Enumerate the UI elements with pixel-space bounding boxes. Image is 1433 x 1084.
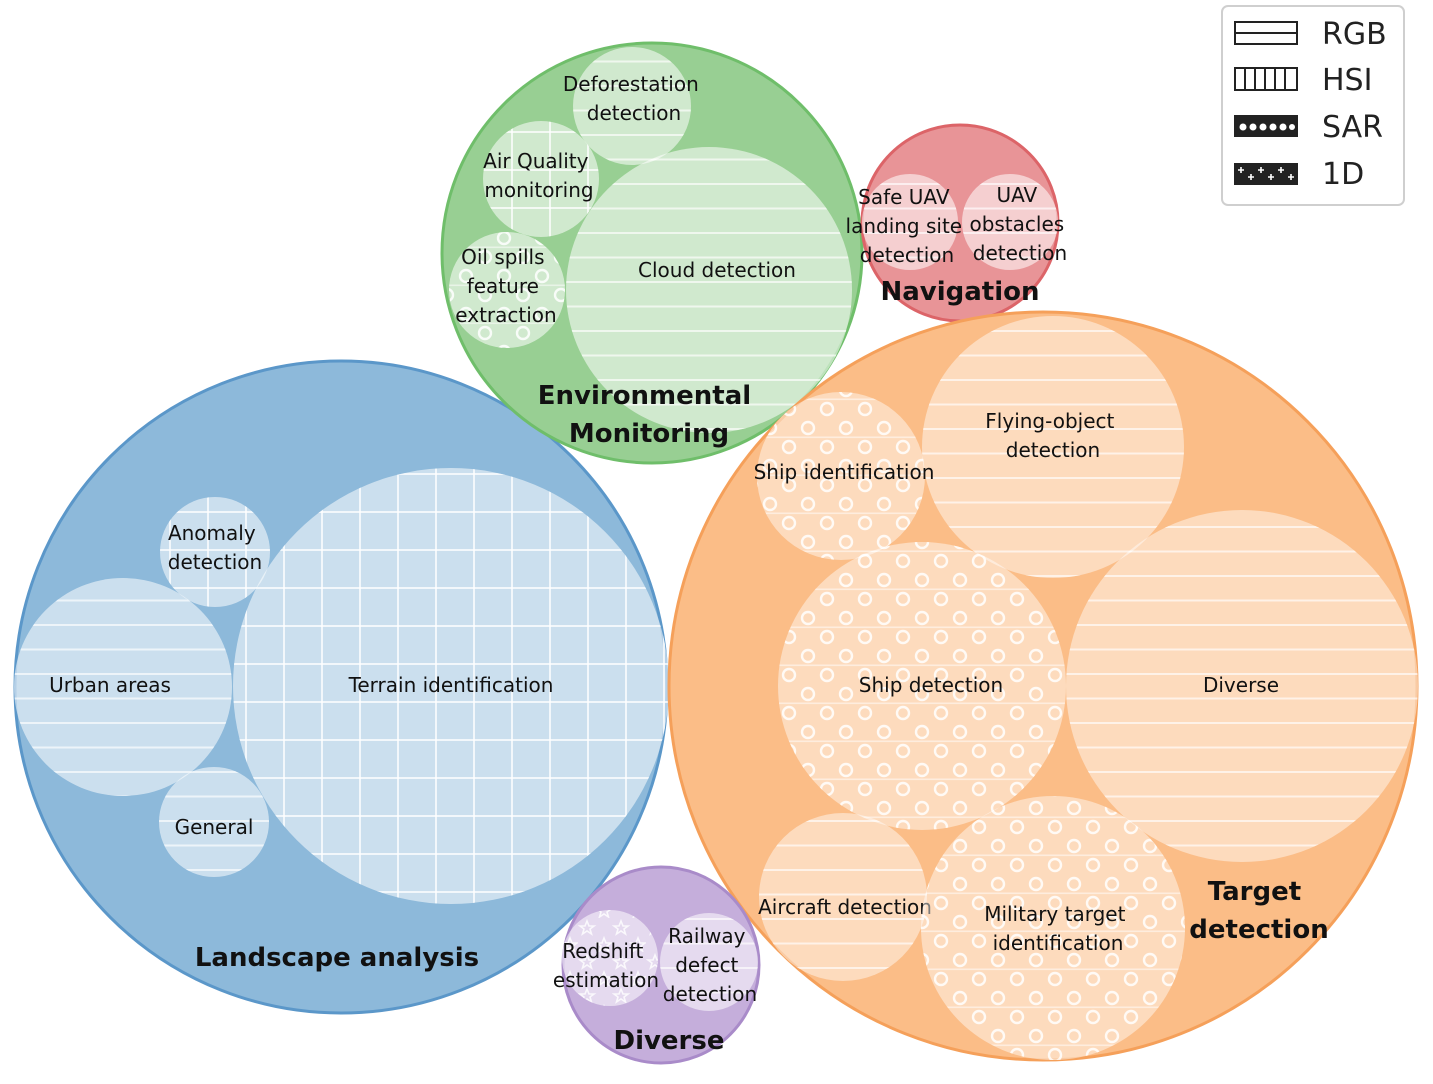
legend-label: RGB — [1322, 17, 1387, 52]
bubble-label: Flying-object detection — [985, 409, 1120, 462]
bubble-label: Redshift estimation — [553, 939, 659, 992]
bubble-label: Cloud detection — [638, 258, 796, 282]
bubble-ship-detection: Ship detection — [778, 542, 1066, 830]
bubble-label: Terrain identification — [348, 673, 554, 697]
bubble-terrain-identification: Terrain identification — [233, 468, 669, 904]
rgb-pattern-swatch-icon — [1234, 21, 1298, 45]
bubble-railway-defect-detection: Railway defect detection — [660, 913, 758, 1011]
hsi-pattern-swatch-icon — [1234, 67, 1298, 91]
group-label-environmental: Environmental Monitoring — [538, 381, 761, 449]
group-environmental-monitoring: Cloud detection Deforestation detection … — [440, 41, 864, 465]
bubble-safe-uav-landing-site-detection: Safe UAV landing site detection — [846, 174, 969, 270]
bubble-label: Urban areas — [49, 673, 171, 697]
bubble-label: UAV obstacles detection — [969, 183, 1070, 265]
bubble-uav-obstacles-detection: UAV obstacles detection — [962, 174, 1070, 270]
bubble-label: Deforestation detection — [563, 72, 705, 125]
bubble-aircraft-detection: Aircraft detection — [758, 813, 932, 981]
group-navigation: Safe UAV landing site detection UAV obst… — [846, 123, 1070, 323]
bubble-label: Railway defect detection — [663, 924, 757, 1006]
legend-item-rgb: RGB — [1234, 17, 1387, 52]
bubble-military-target-identification: Military target identification — [921, 796, 1185, 1060]
group-target-detection: Ship detection Diverse Flying-object det… — [667, 310, 1419, 1062]
bubble-label: Ship detection — [859, 673, 1003, 697]
legend-label: HSI — [1322, 63, 1372, 98]
bubble-cloud-detection: Cloud detection — [566, 147, 852, 433]
bubble-label: Diverse — [1203, 673, 1279, 697]
bubble-air-quality-monitoring: Air Quality monitoring — [483, 121, 599, 237]
group-landscape-analysis: Terrain identification Urban areas Anoma… — [13, 359, 669, 1015]
legend-box — [1221, 5, 1405, 206]
legend-label: SAR — [1322, 110, 1383, 145]
legend-item-1d: 1D — [1234, 157, 1364, 192]
bubble-label: Air Quality monitoring — [483, 149, 595, 202]
sar-pattern-swatch-icon — [1234, 115, 1298, 137]
group-label-landscape: Landscape analysis — [195, 943, 479, 973]
legend-item-hsi: HSI — [1234, 63, 1372, 98]
1d-pattern-swatch-icon — [1234, 163, 1298, 185]
bubble-ship-identification: Ship identification — [754, 392, 935, 560]
bubble-label: Military target identification — [984, 902, 1132, 955]
group-label-target: Target detection — [1189, 877, 1328, 945]
bubble-general: General — [159, 767, 269, 877]
bubble-flying-object-detection: Flying-object detection — [922, 316, 1184, 578]
bubble-deforestation-detection: Deforestation detection — [563, 47, 705, 165]
bubble-label: Ship identification — [754, 460, 935, 484]
legend: RGB HSI SAR — [1221, 5, 1405, 206]
bubble-label: General — [175, 815, 254, 839]
bubble-urban-areas: Urban areas — [14, 578, 232, 796]
bubble-label: Aircraft detection — [758, 895, 932, 919]
legend-label: 1D — [1322, 157, 1364, 192]
bubble-redshift-estimation: Redshift estimation — [553, 910, 659, 1006]
bubble-diverse-target: Diverse — [1066, 510, 1418, 862]
group-diverse: Redshift estimation Railway defect detec… — [553, 865, 761, 1065]
bubble-label: Anomaly detection — [168, 521, 262, 574]
group-label-navigation: Navigation — [880, 277, 1039, 307]
bubble-label: Oil spills feature extraction — [455, 245, 556, 327]
group-label-diverse: Diverse — [613, 1026, 724, 1056]
legend-item-sar: SAR — [1234, 110, 1383, 145]
bubble-label: Safe UAV landing site detection — [846, 185, 969, 267]
bubble-anomaly-detection: Anomaly detection — [160, 497, 270, 607]
bubble-oil-spills-feature-extraction: Oil spills feature extraction — [449, 232, 565, 348]
